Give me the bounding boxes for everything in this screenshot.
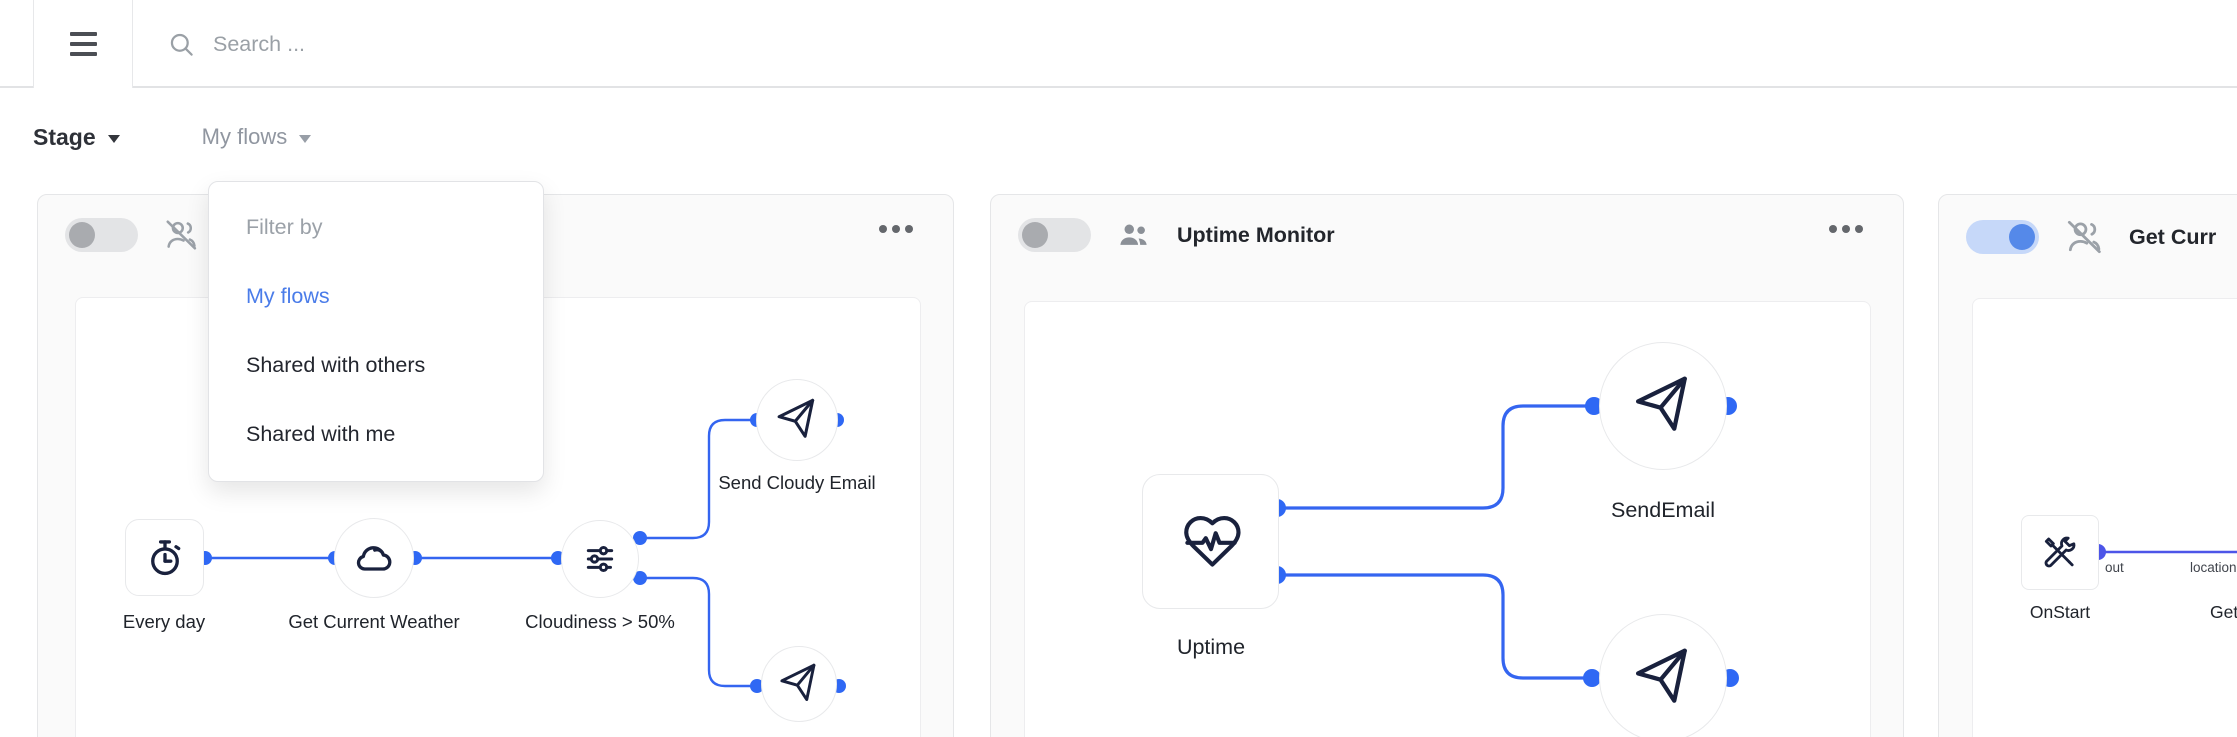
flows-filter-dropdown: Filter by My flows Shared with others Sh…: [208, 181, 544, 482]
card-menu-button[interactable]: [879, 225, 913, 233]
chevron-down-icon: [299, 134, 312, 143]
node-label: Send Cloudy Email: [718, 472, 876, 493]
dropdown-item-shared-with-others[interactable]: Shared with others: [246, 353, 426, 377]
menu-button[interactable]: [33, 0, 133, 88]
search-bar: [163, 0, 631, 88]
users-icon: [1120, 224, 1147, 245]
flow-enabled-toggle[interactable]: [1966, 220, 2039, 254]
flow-preview-canvas: Uptime SendEmail: [1024, 301, 1871, 737]
wire-port-label: out: [2105, 560, 2124, 575]
node-cloudiness-filter: [561, 520, 639, 598]
flow-card-uptime-monitor[interactable]: Uptime Monitor Upt: [990, 194, 1904, 737]
card-header: Uptime Monitor: [1018, 216, 1335, 254]
paper-plane-icon: [1635, 648, 1687, 703]
card-header: Get Curr: [1966, 216, 2216, 258]
stopwatch-icon: [150, 539, 180, 575]
tools-icon: [2044, 536, 2076, 567]
node-label: Get Current Weather: [288, 611, 460, 632]
node-uptime: [1142, 474, 1279, 609]
flow-wires: [2090, 544, 2237, 560]
paper-plane-icon: [777, 398, 815, 438]
dropdown-header: Filter by: [246, 215, 323, 239]
node-label: Every day: [122, 611, 206, 632]
filter-row: Stage My flows: [33, 120, 312, 154]
card-menu-button[interactable]: [1829, 225, 1863, 233]
paper-plane-icon: [780, 663, 816, 702]
node-label: Uptime: [1176, 635, 1246, 659]
node-send-email-2: [761, 646, 837, 722]
chevron-down-icon: [107, 134, 120, 143]
node-onstart: [2021, 515, 2099, 590]
search-input[interactable]: [211, 19, 631, 69]
users-slash-icon: [166, 220, 197, 250]
node-label: Cloudiness > 50%: [525, 611, 675, 632]
card-title: Get Curr: [2129, 224, 2217, 249]
flows-filter-label: My flows: [201, 124, 288, 149]
node-send-email-2: [1599, 614, 1727, 737]
node-label: Get: [2210, 602, 2237, 622]
node-send-cloudy-email: [756, 379, 838, 461]
heart-pulse-icon: [1183, 515, 1241, 567]
stage-filter[interactable]: Stage: [33, 124, 120, 151]
flow-preview-canvas: OnStart out location Get: [1972, 298, 2237, 737]
card-header: [65, 216, 200, 254]
node-send-email: [1599, 342, 1727, 470]
stage-filter-label: Stage: [33, 123, 96, 150]
flow-enabled-toggle[interactable]: [1018, 218, 1091, 252]
dropdown-item-shared-with-me[interactable]: Shared with me: [246, 422, 396, 446]
dropdown-item-my-flows[interactable]: My flows: [246, 284, 330, 308]
search-icon: [170, 33, 193, 56]
flows-filter[interactable]: My flows: [202, 124, 312, 150]
cloud-icon: [356, 546, 392, 571]
top-bar: [0, 0, 2237, 88]
sliders-icon: [586, 545, 614, 573]
node-label: OnStart: [2029, 602, 2091, 622]
node-every-day: [125, 519, 204, 596]
paper-plane-icon: [1635, 376, 1687, 431]
card-title: Uptime Monitor: [1177, 222, 1335, 247]
flow-card-get-current[interactable]: Get Curr OnStart out location Get: [1938, 194, 2237, 737]
node-get-current-weather: [334, 518, 414, 598]
wire-port-label: location: [2190, 560, 2237, 575]
node-label: SendEmail: [1611, 498, 1715, 522]
users-slash-icon: [2067, 220, 2101, 254]
flow-enabled-toggle[interactable]: [65, 218, 138, 252]
hamburger-icon: [69, 32, 97, 56]
